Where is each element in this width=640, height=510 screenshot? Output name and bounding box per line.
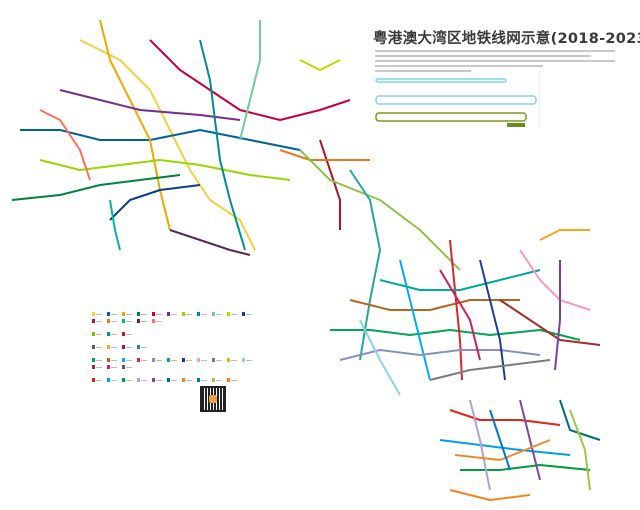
hongkong-metro-line <box>559 399 601 441</box>
legend-swatch <box>107 332 117 336</box>
legend-swatch <box>227 312 237 316</box>
legend-swatch <box>107 345 117 349</box>
shenzhen-metro-line <box>539 229 590 241</box>
legend-swatch <box>227 358 237 362</box>
legend-swatch <box>167 378 177 382</box>
guangzhou-metro-line <box>59 89 241 121</box>
legend-swatch <box>122 319 132 323</box>
legend-swatch <box>92 332 102 336</box>
legend-swatch <box>107 319 117 323</box>
guangzhou-metro-line <box>11 174 181 201</box>
hongkong-metro-line <box>460 464 591 471</box>
shenzhen-metro-line <box>554 260 561 371</box>
legend-swatch <box>92 365 102 369</box>
legend-swatch <box>92 345 102 349</box>
guangzhou-metro-line <box>299 59 341 71</box>
legend-swatch <box>242 358 252 362</box>
legend-swatch <box>92 319 102 323</box>
shenzhen-metro-line <box>399 259 431 381</box>
legend-swatch <box>107 312 117 316</box>
legend-swatch <box>152 312 162 316</box>
legend-swatch <box>182 358 192 362</box>
intercity-line <box>299 149 461 271</box>
legend-swatch <box>122 312 132 316</box>
legend-swatch <box>152 378 162 382</box>
legend-swatch <box>212 312 222 316</box>
legend-swatch <box>107 378 117 382</box>
legend-row-fs <box>92 332 262 336</box>
legend-swatch <box>122 378 132 382</box>
legend-swatch <box>212 358 222 362</box>
shenzhen-metro-line <box>439 269 481 361</box>
guangzhou-metro-line <box>199 39 246 251</box>
legend-swatch <box>167 312 177 316</box>
legend-swatch <box>92 312 102 316</box>
legend-row-sz <box>92 358 262 369</box>
shenzhen-metro-line <box>339 349 541 361</box>
guangzhou-metro-line <box>279 149 370 161</box>
hongkong-metro-line <box>449 409 561 426</box>
legend-swatch <box>227 378 237 382</box>
shenzhen-metro-line <box>429 359 551 381</box>
legend-swatch <box>122 358 132 362</box>
shenzhen-metro-line <box>479 259 506 381</box>
legend-swatch <box>107 358 117 362</box>
legend-swatch <box>212 378 222 382</box>
legend-swatch <box>137 312 147 316</box>
hongkong-metro-line <box>454 439 551 461</box>
legend-swatch <box>197 312 207 316</box>
legend-row-hk <box>92 378 262 382</box>
guangzhou-metro-line <box>99 19 171 231</box>
line-legend <box>92 303 262 382</box>
hongkong-metro-line <box>439 439 571 456</box>
guangzhou-metro-line <box>39 159 291 181</box>
shenzhen-metro-line <box>359 319 401 396</box>
legend-swatch <box>167 358 177 362</box>
guangzhou-metro-line <box>169 229 251 256</box>
legend-swatch <box>152 319 162 323</box>
map-title: 粤港澳大湾区地铁线网示意(2018-2023年) <box>373 31 640 47</box>
legend-swatch <box>92 378 102 382</box>
legend-swatch <box>152 358 162 362</box>
guangzhou-metro-line <box>20 129 301 151</box>
guangzhou-metro-line <box>109 184 201 221</box>
legend-swatch <box>137 319 147 323</box>
inset-lines <box>375 78 537 127</box>
shenzhen-metro-line <box>349 299 520 311</box>
legend-swatch <box>122 332 132 336</box>
legend-swatch <box>107 365 117 369</box>
shenzhen-metro-line <box>330 329 581 341</box>
map-notes <box>375 47 615 75</box>
legend-swatch <box>122 365 132 369</box>
intercity-line-inset <box>372 70 540 128</box>
legend-swatch <box>92 358 102 362</box>
legend-swatch <box>242 312 252 316</box>
legend-row-gz <box>92 312 262 323</box>
shenzhen-metro-line <box>449 239 463 381</box>
legend-swatch <box>122 345 132 349</box>
legend-swatch <box>182 312 192 316</box>
legend-swatch <box>197 378 207 382</box>
intercity-line <box>349 169 381 361</box>
guangzhou-metro-line <box>39 109 91 181</box>
hongkong-metro-line <box>469 399 491 491</box>
qr-code[interactable] <box>200 386 226 412</box>
guangzhou-metro-line <box>319 139 341 230</box>
legend-row-dg <box>92 345 262 349</box>
legend-swatch <box>182 378 192 382</box>
legend-swatch <box>137 345 147 349</box>
guangzhou-metro-line <box>239 20 261 141</box>
shenzhen-metro-line <box>499 299 601 346</box>
hongkong-metro-line <box>519 399 541 481</box>
legend-swatch <box>197 358 207 362</box>
guangzhou-metro-line <box>109 199 121 251</box>
legend-swatch <box>137 358 147 362</box>
shenzhen-metro-line <box>519 249 591 311</box>
guangzhou-metro-line <box>149 39 351 121</box>
hongkong-metro-line <box>569 409 591 491</box>
hongkong-metro-line <box>489 409 511 471</box>
shenzhen-metro-line <box>379 269 541 291</box>
legend-swatch <box>137 378 147 382</box>
hongkong-metro-line <box>449 489 531 501</box>
